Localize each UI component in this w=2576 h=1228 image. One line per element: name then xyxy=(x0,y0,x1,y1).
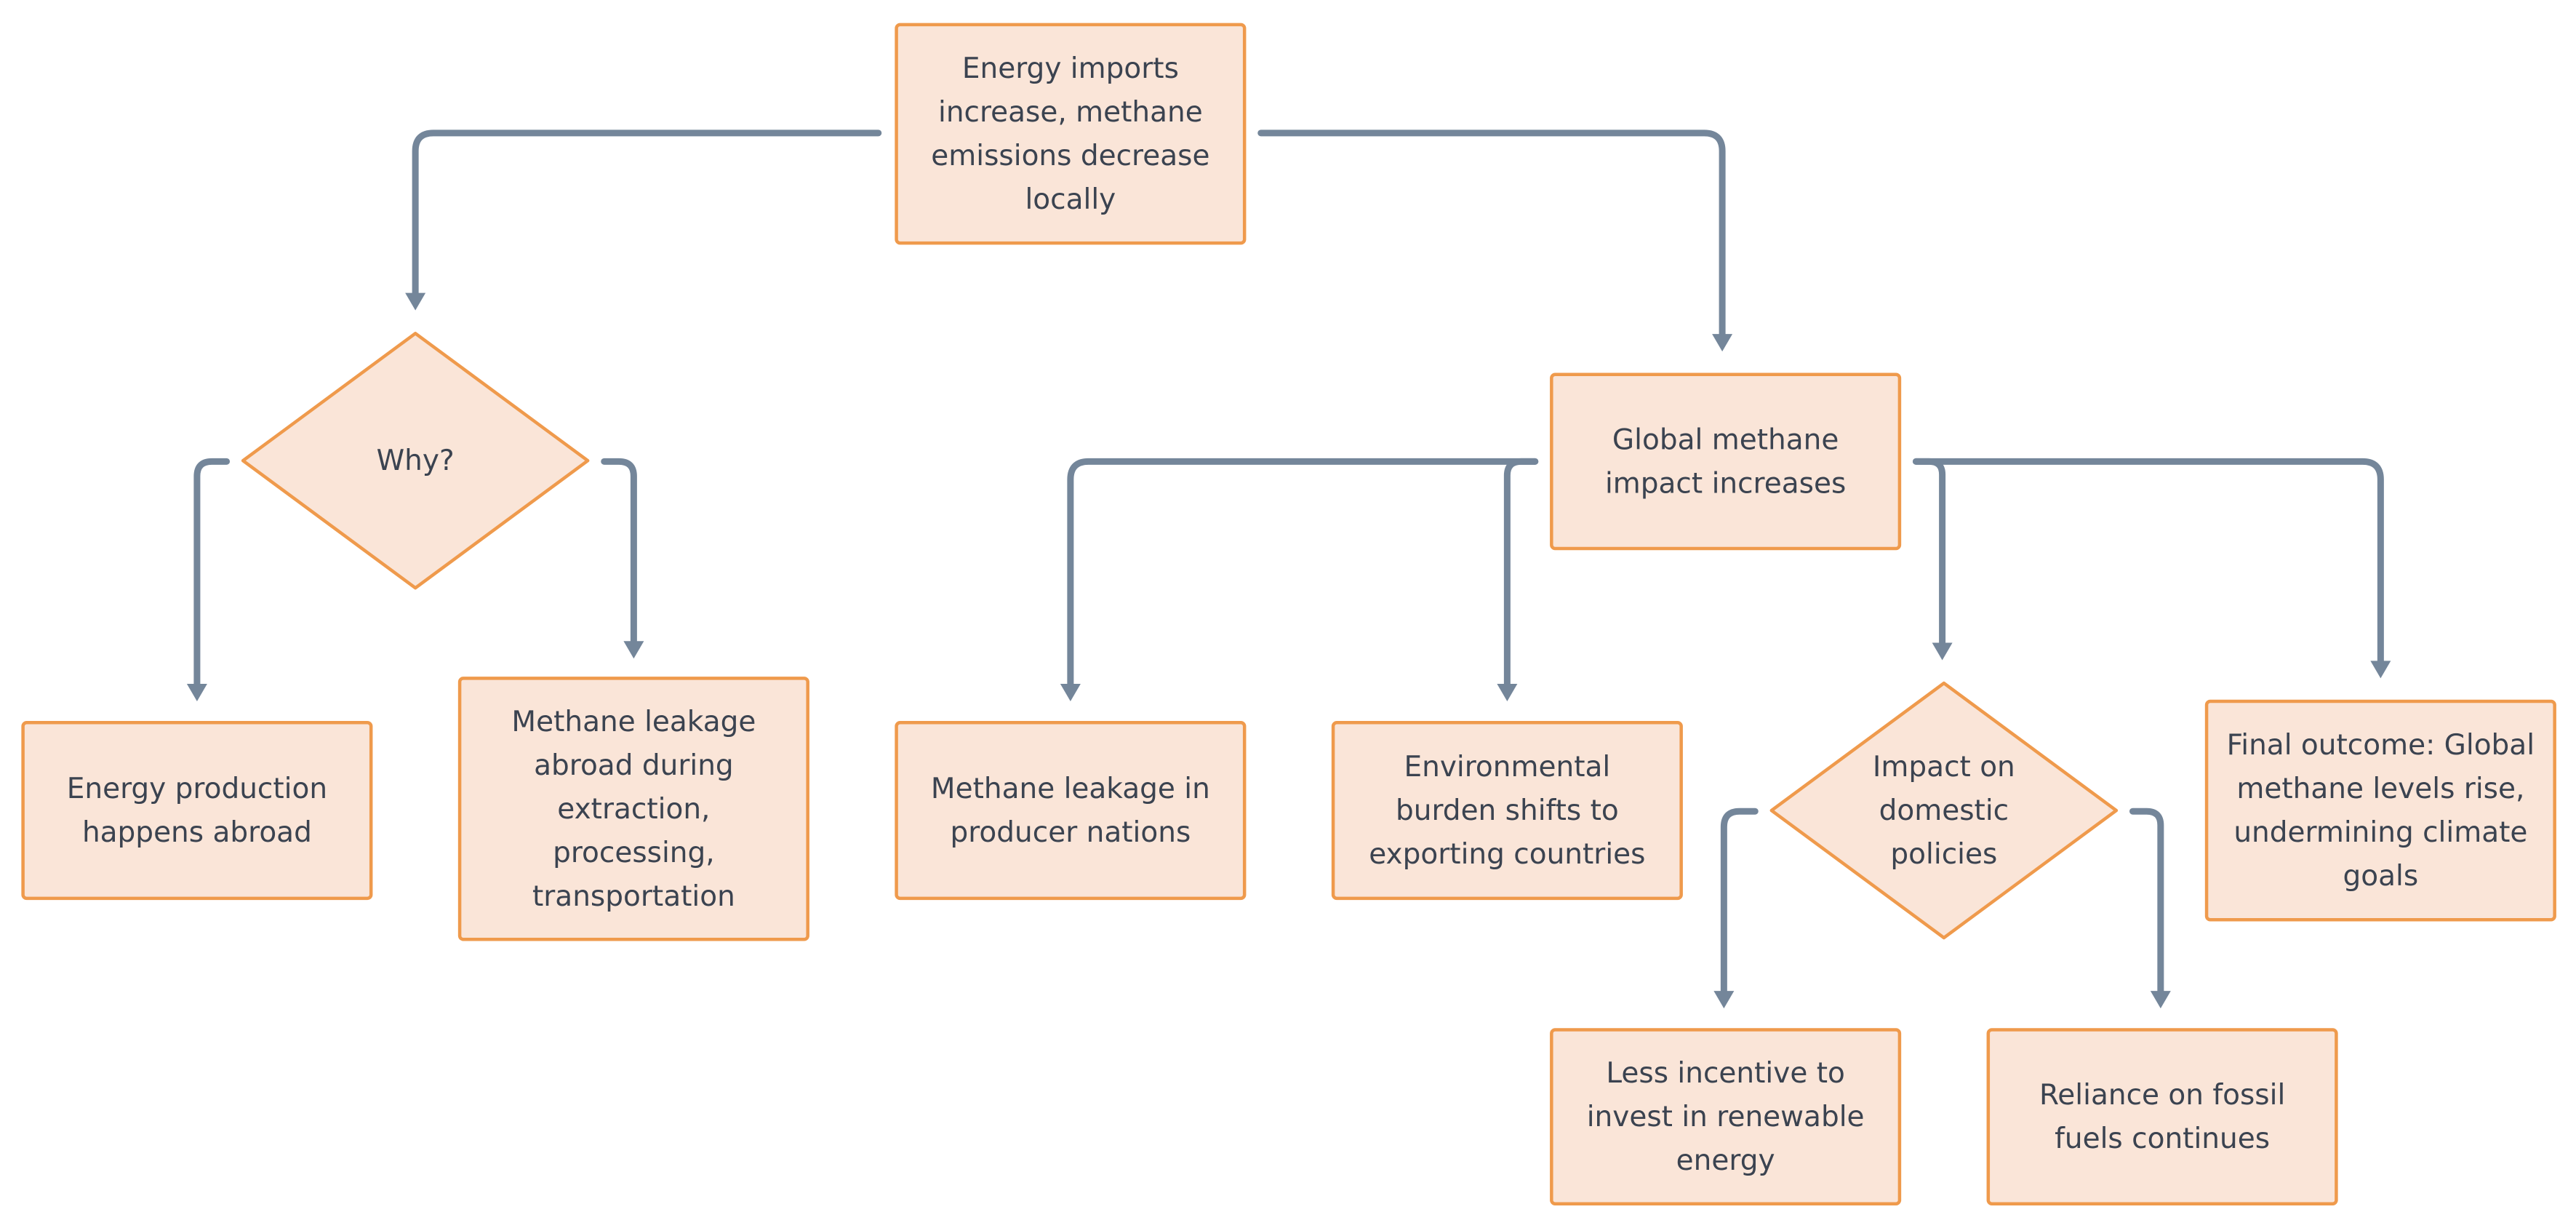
node-root: Energy imports increase, methane emissions… xyxy=(895,23,1247,245)
connector-line xyxy=(1720,808,1759,996)
connector-global-to-domestic xyxy=(1912,458,1953,661)
connector-line xyxy=(1912,458,1946,648)
node-label-line: fuels continues xyxy=(2055,1123,2270,1155)
connector-line xyxy=(412,129,882,298)
process-box xyxy=(1550,372,1902,551)
process-box xyxy=(2204,699,2556,922)
node-label-line: Reliance on fossil xyxy=(2039,1079,2285,1112)
arrowhead xyxy=(405,292,426,311)
connector-line xyxy=(193,458,231,689)
connector-line xyxy=(1503,458,1539,689)
connector-line xyxy=(1912,458,2384,666)
arrowhead xyxy=(1932,642,1953,661)
node-label-line: impact increases xyxy=(1605,467,1846,500)
node-prod-abroad: Energy production happens abroad xyxy=(21,721,373,901)
process-box xyxy=(1331,721,1683,901)
connectors xyxy=(186,129,2391,1009)
node-why: Why? xyxy=(241,332,590,590)
node-less-incentive: Less incentive to invest in renewable ener… xyxy=(1550,1028,1902,1205)
node-label-line: energy xyxy=(1676,1144,1775,1177)
node-domestic: Impact on domestic policies xyxy=(1769,681,2119,940)
connector-line xyxy=(601,458,637,646)
node-label-line: invest in renewable xyxy=(1587,1101,1865,1133)
process-box xyxy=(1986,1028,2338,1205)
node-label: Energy imports increase, methane emissions… xyxy=(931,52,1209,215)
node-label-line: domestic xyxy=(1879,794,2009,827)
arrowhead xyxy=(2150,991,2171,1009)
arrowhead xyxy=(623,641,644,659)
arrowhead xyxy=(1712,334,1733,352)
node-label-line: Final outcome: Global xyxy=(2227,729,2535,762)
node-label-line: producer nations xyxy=(950,816,1191,849)
connector-root-to-why xyxy=(405,129,882,311)
connector-global-to-final xyxy=(1912,458,2391,679)
node-label-line: burden shifts to xyxy=(1396,794,1619,827)
node-leak-abroad: Methane leakage abroad during extraction, p… xyxy=(457,677,809,941)
connector-line xyxy=(1257,129,1726,339)
node-reliance: Reliance on fossil fuels continues xyxy=(1986,1028,2338,1205)
arrowhead xyxy=(1060,683,1081,701)
node-global: Global methane impact increases xyxy=(1550,372,1902,551)
node-label: Environmental burden shifts to exporting c… xyxy=(1369,751,1645,871)
node-label-line: Impact on xyxy=(1873,751,2015,784)
node-final: Final outcome: Global methane levels rise… xyxy=(2204,699,2556,922)
arrowhead xyxy=(186,683,207,701)
connector-line xyxy=(2129,808,2164,996)
process-box xyxy=(21,721,373,901)
arrowhead xyxy=(1497,683,1518,701)
decision-diamond xyxy=(241,332,590,590)
node-label: Methane leakage in producer nations xyxy=(931,773,1210,849)
connector-domestic-to-less-incentive xyxy=(1713,808,1759,1009)
node-label-line: Environmental xyxy=(1404,751,1610,784)
node-label-line: goals xyxy=(2343,860,2419,893)
node-label-line: Energy production xyxy=(67,773,327,805)
arrowhead xyxy=(1713,991,1735,1009)
connector-root-to-global xyxy=(1257,129,1733,352)
node-label-line: abroad during xyxy=(534,749,734,781)
node-label: Why? xyxy=(377,444,455,477)
process-box xyxy=(1550,1028,1902,1205)
node-label: Methane leakage abroad during extraction, p… xyxy=(511,705,756,912)
node-label-line: undermining climate xyxy=(2233,816,2527,849)
process-box xyxy=(895,23,1247,245)
node-label-line: increase, methane xyxy=(938,95,1203,128)
node-label-line: happens abroad xyxy=(82,816,312,849)
node-label-line: methane levels rise, xyxy=(2236,773,2524,805)
node-label-line: Methane leakage xyxy=(511,705,756,738)
node-label-line: Methane leakage in xyxy=(931,773,1210,805)
node-label-line: Less incentive to xyxy=(1606,1057,1845,1090)
nodes: Energy imports increase, methane emissions… xyxy=(21,23,2556,1205)
process-box xyxy=(895,721,1247,901)
decision-diamond xyxy=(1769,681,2119,940)
node-label-line: locally xyxy=(1025,183,1116,215)
connector-global-to-leak-producer xyxy=(1060,458,1539,701)
node-label: Less incentive to invest in renewable ener… xyxy=(1587,1057,1865,1177)
node-label-line: emissions decrease xyxy=(931,139,1209,172)
node-label: Final outcome: Global methane levels rise… xyxy=(2227,729,2535,893)
connector-why-to-leak-abroad xyxy=(601,458,644,659)
node-label: Reliance on fossil fuels continues xyxy=(2039,1079,2285,1155)
node-label-line: Global methane xyxy=(1612,423,1839,456)
arrowhead xyxy=(2370,661,2391,679)
node-label-line: Why? xyxy=(377,444,455,477)
node-label-line: exporting countries xyxy=(1369,838,1645,871)
process-box xyxy=(457,677,809,941)
node-label: Impact on domestic policies xyxy=(1873,751,2015,871)
node-label-line: policies xyxy=(1890,838,1997,871)
connector-domestic-to-reliance xyxy=(2129,808,2171,1009)
node-label-line: transportation xyxy=(532,880,735,912)
node-label-line: extraction, xyxy=(557,792,710,825)
node-label: Energy production happens abroad xyxy=(67,773,327,849)
node-label-line: Energy imports xyxy=(962,52,1179,84)
node-label: Global methane impact increases xyxy=(1605,423,1846,500)
node-burden: Environmental burden shifts to exporting c… xyxy=(1331,721,1683,901)
connector-global-to-burden xyxy=(1497,458,1539,701)
connector-why-to-prod-abroad xyxy=(186,458,231,701)
node-label-line: processing, xyxy=(553,836,715,869)
connector-line xyxy=(1067,458,1539,689)
node-leak-producer: Methane leakage in producer nations xyxy=(895,721,1247,901)
